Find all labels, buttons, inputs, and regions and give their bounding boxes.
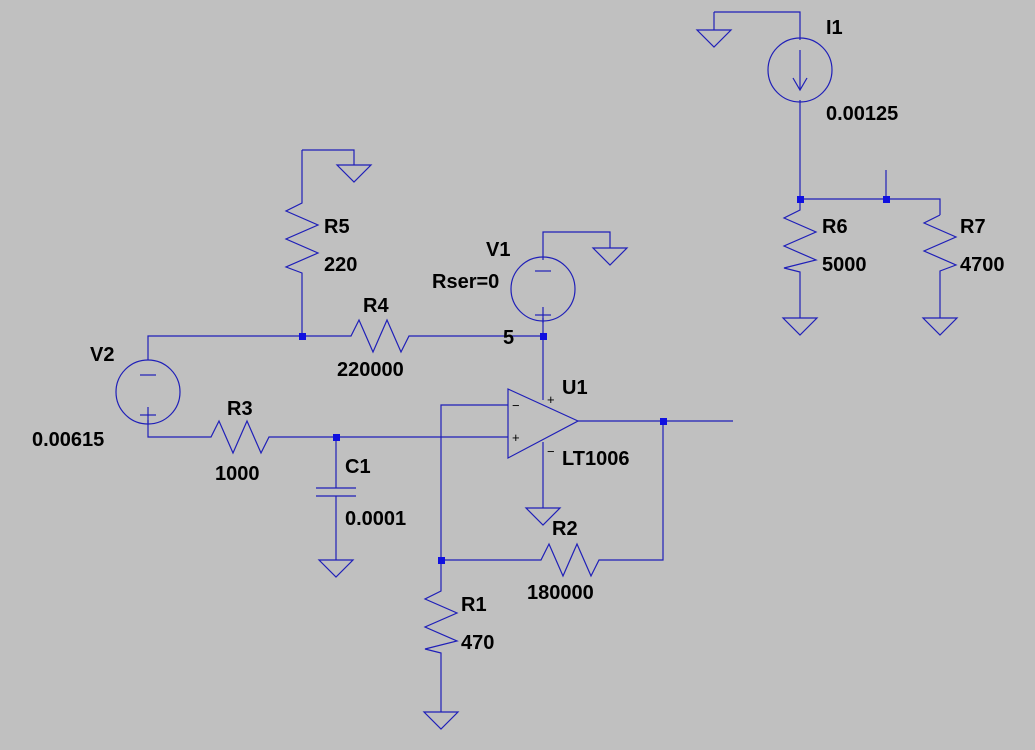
label-R7-name: R7 — [960, 216, 986, 238]
ground-icon — [695, 29, 733, 48]
label-V2-name: V2 — [90, 344, 114, 366]
opamp-vplus-pin-label: + — [547, 392, 555, 407]
opamp-vminus-pin-label: − — [547, 444, 555, 459]
label-U1-name: U1 — [562, 377, 588, 399]
label-C1-value: 0.0001 — [345, 508, 406, 530]
label-R6-value: 5000 — [822, 254, 867, 276]
ground-icon — [317, 559, 355, 578]
junctions — [299, 196, 890, 564]
label-R3-name: R3 — [227, 398, 253, 420]
wires — [147, 11, 941, 712]
label-R1-name: R1 — [461, 594, 487, 616]
label-R4-value: 220000 — [337, 359, 404, 381]
resistor-R3[interactable] — [205, 419, 275, 455]
label-R2-value: 180000 — [527, 582, 594, 604]
label-V1-param: Rser=0 — [432, 271, 499, 293]
label-C1-name: C1 — [345, 456, 371, 478]
ground-icon — [524, 507, 562, 526]
component-labels: I1 0.00125 R6 5000 R7 4700 R5 220 R4 220… — [32, 17, 1005, 654]
label-I1-value: 0.00125 — [826, 103, 898, 125]
opamp-noninverting-pin-label: + — [512, 430, 520, 445]
ground-icon — [591, 247, 629, 266]
resistor-R5[interactable] — [284, 195, 320, 280]
opamp-U1[interactable]: − + + − — [507, 388, 580, 459]
label-R2-name: R2 — [552, 518, 578, 540]
ground-icon — [781, 317, 819, 336]
label-V2-value: 0.00615 — [32, 429, 104, 451]
label-V1-name: V1 — [486, 239, 510, 261]
ground-icon — [921, 317, 959, 336]
resistor-R1[interactable] — [423, 585, 459, 655]
label-V1-value: 5 — [503, 327, 514, 349]
label-R7-value: 4700 — [960, 254, 1005, 276]
opamp-inverting-pin-label: − — [512, 398, 520, 413]
label-R4-name: R4 — [363, 295, 389, 317]
label-R1-value: 470 — [461, 632, 494, 654]
resistor-R6[interactable] — [782, 199, 818, 275]
voltage-source-V1[interactable] — [510, 256, 576, 323]
label-R6-name: R6 — [822, 216, 848, 238]
resistor-R7[interactable] — [922, 214, 958, 275]
ground-symbols — [317, 29, 959, 730]
current-source-I1[interactable] — [767, 37, 833, 103]
voltage-source-V2[interactable] — [115, 359, 181, 425]
resistor-R2[interactable] — [535, 542, 605, 578]
label-R5-name: R5 — [324, 216, 350, 238]
label-R5-value: 220 — [324, 254, 357, 276]
label-U1-value: LT1006 — [562, 448, 629, 470]
ground-icon — [422, 711, 460, 730]
label-R3-value: 1000 — [215, 463, 260, 485]
capacitor-C1[interactable] — [316, 487, 356, 497]
ground-icon — [335, 164, 373, 183]
label-I1-name: I1 — [826, 17, 843, 39]
resistor-R4[interactable] — [345, 318, 415, 354]
